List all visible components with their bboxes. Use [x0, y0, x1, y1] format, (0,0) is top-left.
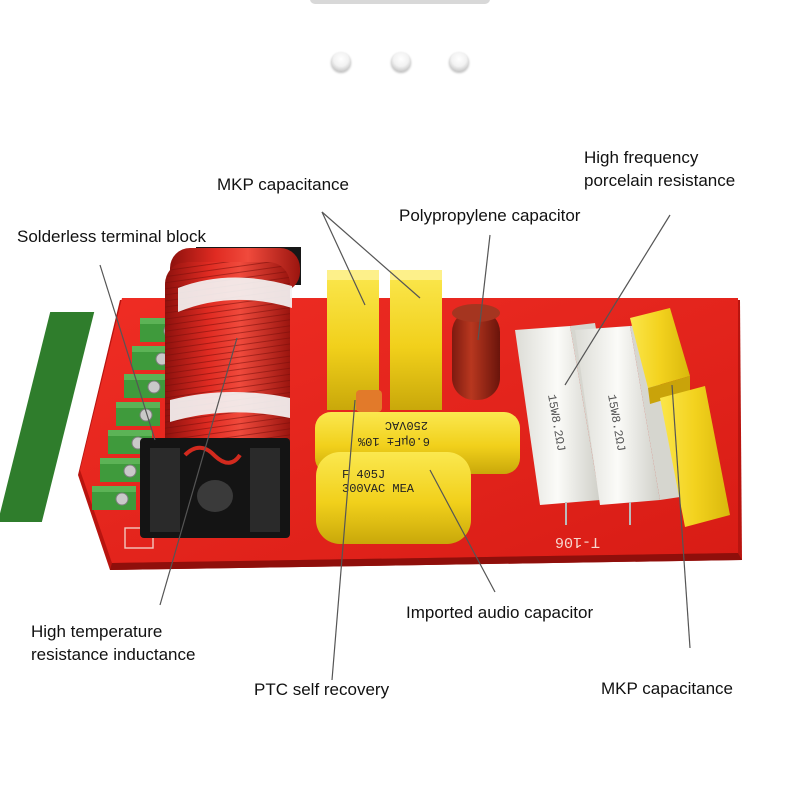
label-high-temperature-line2: resistance inductance	[31, 645, 196, 664]
inductor-coil	[140, 247, 301, 538]
audio-capacitor-300vac: F 405J 300VAC MEA	[316, 452, 471, 544]
capacitor-marking-405j: F 405J	[342, 468, 385, 482]
mkp-capacitor-pair-right	[630, 308, 730, 527]
leader-lines	[99, 211, 691, 681]
label-ptc-self-recovery: PTC self recovery	[254, 680, 390, 699]
mkp-capacitor-pair-top	[327, 270, 442, 410]
ceramic-resistors: 15W8.2ΩJ 15W8.2ΩJ	[515, 323, 680, 525]
ptc-fuse	[356, 390, 382, 412]
board-model-marking: T-106	[555, 533, 600, 550]
polypropylene-capacitor	[452, 304, 500, 400]
label-imported-audio-capacitor: Imported audio capacitor	[406, 603, 594, 622]
indicator-dot	[391, 52, 411, 72]
capacitor-marking-capacitance: 6.0μF± 10%	[357, 434, 430, 448]
terminal-screw-slot	[92, 486, 136, 510]
terminal-screw-slot	[116, 402, 160, 426]
label-mkp-capacitance-bottom: MKP capacitance	[601, 679, 733, 698]
label-high-temperature-line1: High temperature	[31, 622, 163, 641]
top-edge-band	[310, 0, 490, 4]
capacitor-marking-250vac: 250VAC	[385, 418, 428, 432]
label-high-frequency-line2: porcelain resistance	[584, 171, 736, 190]
label-mkp-capacitance-top: MKP capacitance	[217, 175, 349, 194]
terminal-screw-slot	[124, 374, 168, 398]
capacitor-marking-300vac: 300VAC MEA	[342, 482, 415, 496]
label-solderless-terminal-block: Solderless terminal block	[17, 227, 206, 246]
indicator-dot	[449, 52, 469, 72]
label-high-frequency-line1: High frequency	[584, 148, 699, 167]
label-polypropylene-capacitor: Polypropylene capacitor	[399, 206, 581, 225]
indicator-dot	[331, 52, 351, 72]
terminal-screw-slot	[100, 458, 144, 482]
